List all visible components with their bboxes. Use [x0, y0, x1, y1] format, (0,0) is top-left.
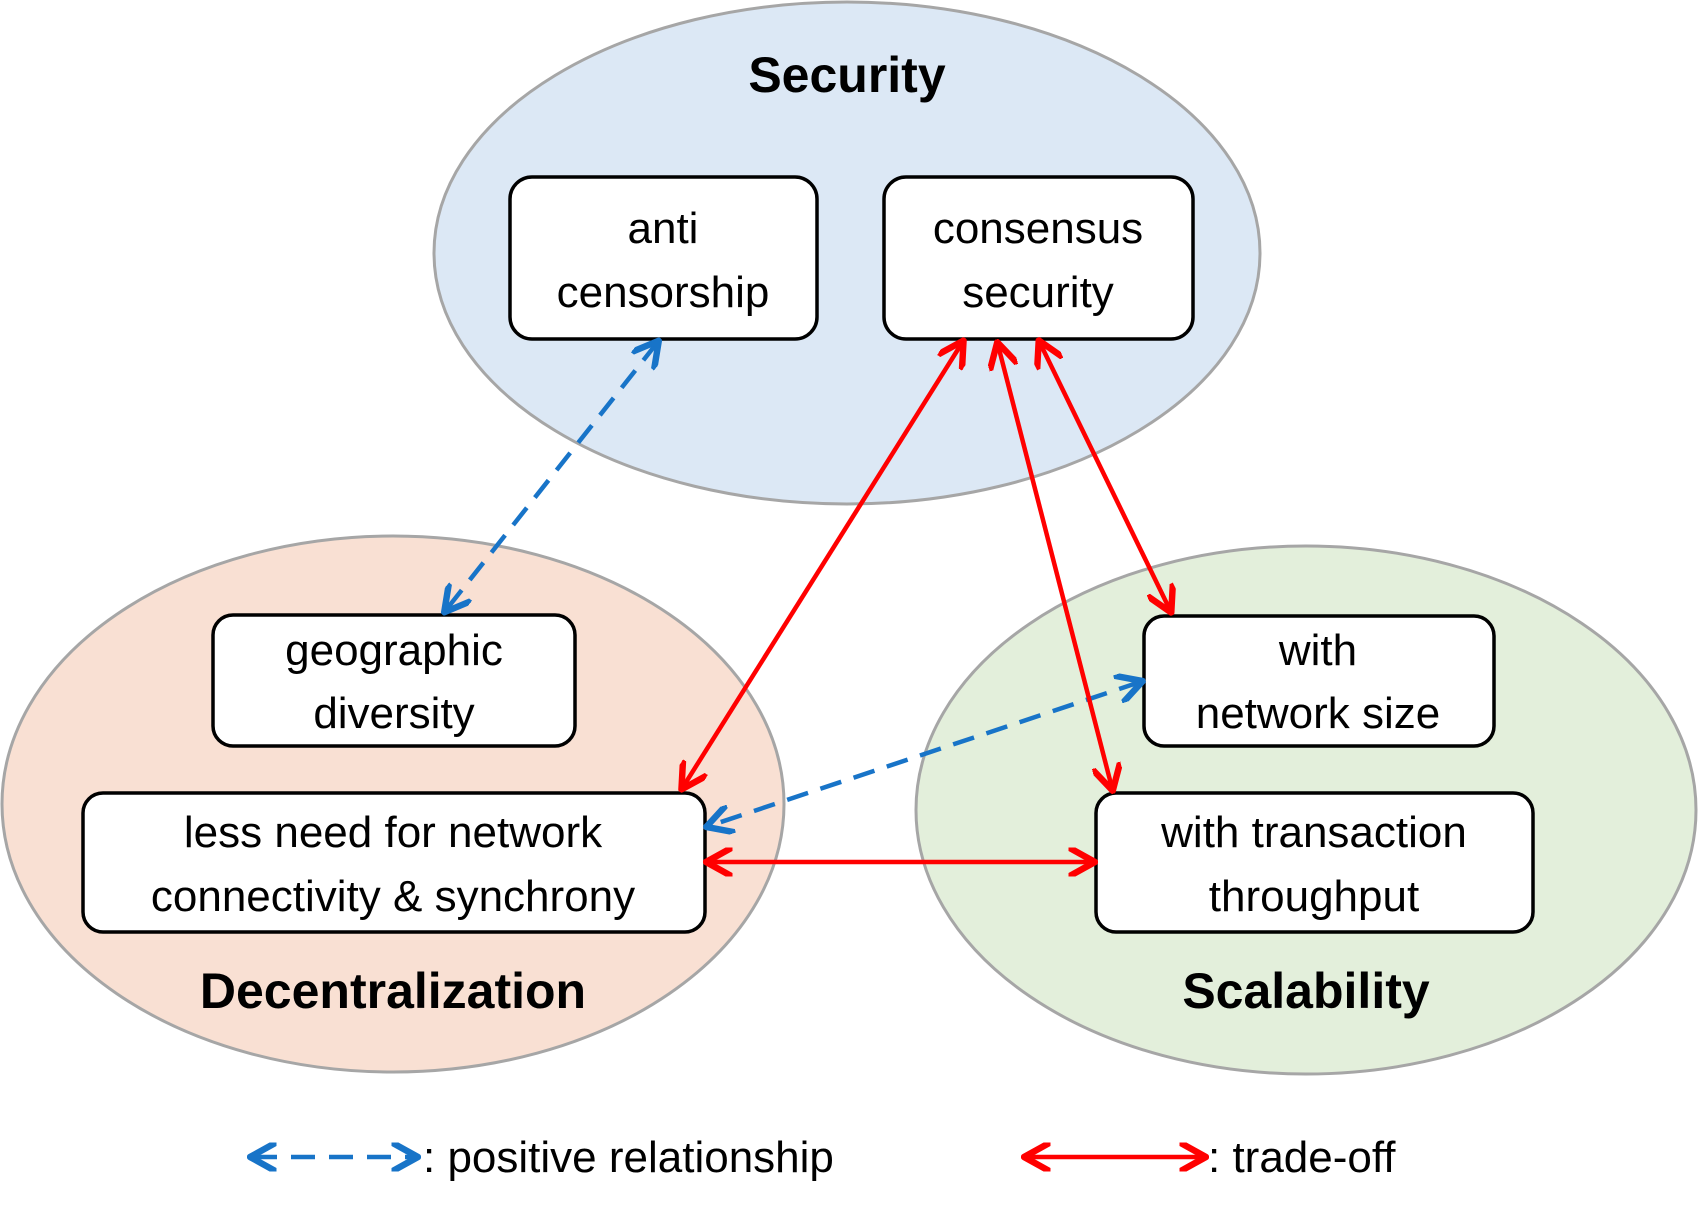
box-network-connectivity: less need for network connectivity & syn… [81, 791, 707, 934]
box-consensus-security-line1: consensus [933, 204, 1143, 253]
box-anti-censorship: anti censorship [508, 175, 819, 341]
box-consensus-security-line2: security [962, 268, 1114, 317]
box-anti-censorship-line2: censorship [557, 268, 770, 317]
box-network-connectivity-line1: less need for network [184, 808, 603, 857]
box-geographic-diversity: geographic diversity [211, 613, 577, 748]
box-network-size-line2: network size [1196, 689, 1441, 738]
box-network-size: with network size [1142, 614, 1496, 748]
box-network-connectivity-line2: connectivity & synchrony [151, 872, 635, 921]
box-transaction-throughput-line2: throughput [1209, 872, 1419, 921]
arrow-positive-anticensorship-geographic [446, 343, 657, 610]
scalability-title: Scalability [1182, 963, 1430, 1019]
legend-tradeoff-label: : trade-off [1208, 1133, 1396, 1182]
box-consensus-security: consensus security [882, 175, 1195, 341]
box-geographic-diversity-line2: diversity [313, 689, 474, 738]
legend-positive-label: : positive relationship [423, 1133, 834, 1182]
arrow-tradeoff-consensus-connectivity [683, 343, 962, 787]
box-geographic-diversity-line1: geographic [285, 626, 503, 675]
security-title: Security [748, 47, 946, 103]
box-transaction-throughput-line1: with transaction [1160, 808, 1467, 857]
legend: : positive relationship : trade-off [253, 1133, 1396, 1182]
box-transaction-throughput: with transaction throughput [1094, 791, 1535, 934]
box-anti-censorship-line1: anti [628, 204, 699, 253]
box-network-size-line1: with [1278, 626, 1357, 675]
decentralization-title: Decentralization [200, 963, 586, 1019]
arrow-tradeoff-consensus-networksize [1040, 343, 1170, 610]
